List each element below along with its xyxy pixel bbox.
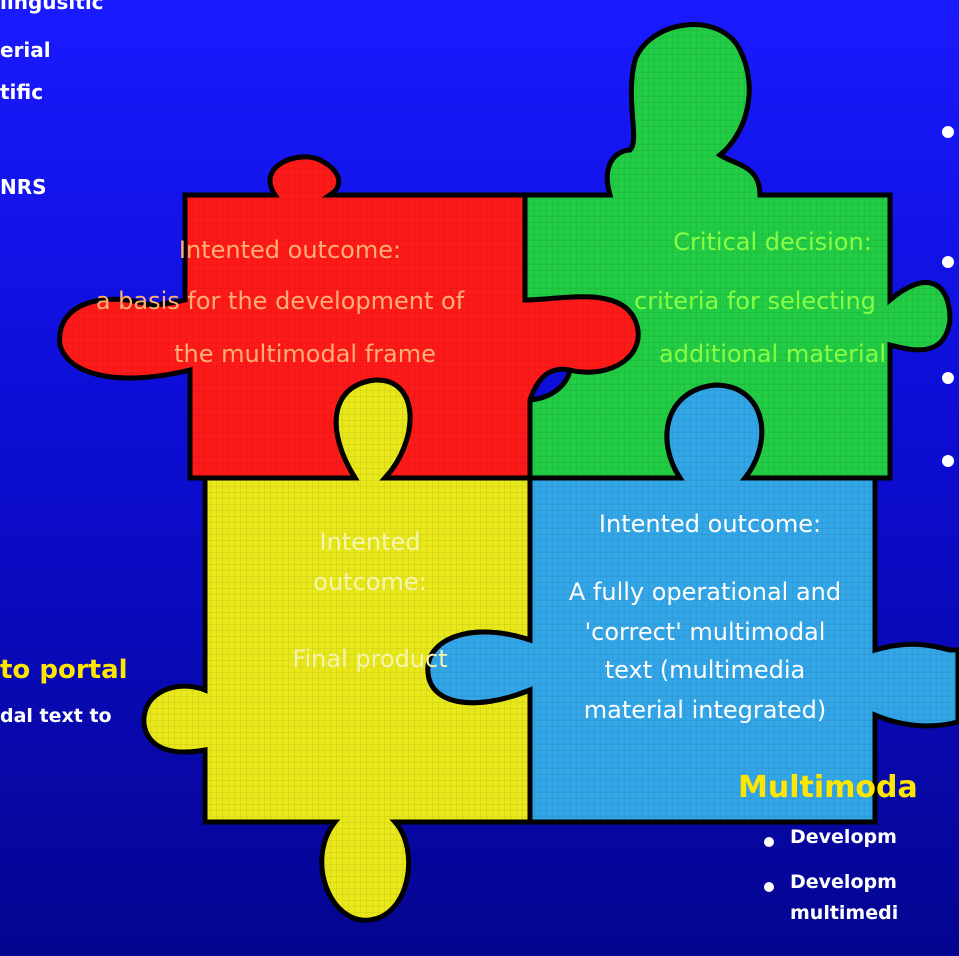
blue-piece-title: Intented outcome: xyxy=(598,510,822,538)
bullet-dot-icon xyxy=(942,455,954,467)
left-text-line1: lingusitic xyxy=(0,0,104,14)
bullet-dot-icon xyxy=(942,372,954,384)
green-piece-line1: criteria for selecting xyxy=(634,287,876,315)
portal-heading: to portal xyxy=(0,655,128,685)
yellow-piece-title-line1: Intented xyxy=(319,528,421,556)
blue-piece-line1: A fully operational and xyxy=(568,578,842,606)
bullet-dot-icon xyxy=(942,256,954,268)
right-bullet2: Developm xyxy=(790,871,897,893)
blue-piece-line3: text (multimedia xyxy=(604,656,806,684)
portal-subtext: dal text to xyxy=(0,705,112,727)
multimodal-heading: Multimoda xyxy=(738,770,918,805)
yellow-piece-line1: Final product xyxy=(292,645,448,673)
bullet-dot-icon xyxy=(942,126,954,138)
bullet-dot-icon xyxy=(764,837,774,847)
yellow-piece-title-line2: outcome: xyxy=(313,568,427,596)
left-text-line4: NRS xyxy=(0,175,47,199)
red-piece-title: Intented outcome: xyxy=(178,236,402,264)
right-bullet2-continued: multimedi xyxy=(790,902,899,924)
red-piece-line2: the multimodal frame xyxy=(174,340,436,368)
bullet-dot-icon xyxy=(764,882,774,892)
left-text-line2: erial xyxy=(0,38,51,62)
blue-piece-line2: 'correct' multimodal xyxy=(584,618,826,646)
green-piece-line2: additional material xyxy=(659,340,886,368)
green-piece-title: Critical decision: xyxy=(673,228,872,256)
red-piece-line1: a basis for the development of xyxy=(95,287,465,315)
left-text-line3: tific xyxy=(0,80,44,104)
blue-piece-line4: material integrated) xyxy=(583,696,827,724)
right-bullet1: Developm xyxy=(790,826,897,848)
